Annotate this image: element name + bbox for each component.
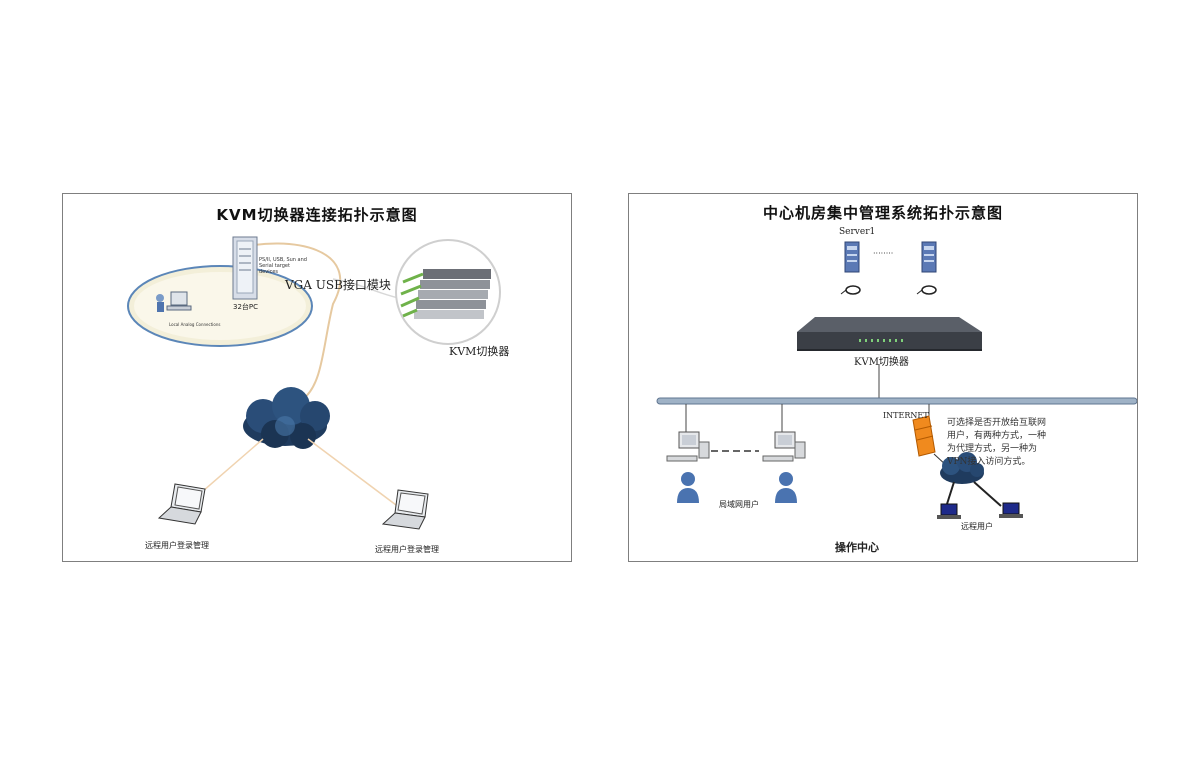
access-note: 可选择是否开放给互联网用户，有两种方式，一种为代理方式，另一种为VPN接入访问方… xyxy=(947,418,1047,467)
workstation-icon xyxy=(666,431,710,462)
panel-title: 中心机房集中管理系统拓扑示意图 xyxy=(762,204,1003,222)
panel-title: KVM切换器连接拓扑示意图 xyxy=(216,206,418,224)
laptop-icon xyxy=(937,503,961,519)
remote-user-label: 远程用户登录管理 xyxy=(145,541,209,550)
firewall-icon xyxy=(912,415,936,457)
kvm-label: KVM切换器 xyxy=(854,357,909,368)
kvm-topology-graphic xyxy=(127,236,501,530)
module-label: VGA USB接口模块 xyxy=(285,278,391,292)
pc-server-tower xyxy=(232,236,258,300)
user-icon xyxy=(677,472,699,503)
remote-users-label: 远程用户 xyxy=(961,522,993,531)
datacenter-topology-panel: 中心机房集中管理系统拓扑示意图 xyxy=(628,193,1138,562)
user-icon xyxy=(775,472,797,503)
local-workstation xyxy=(156,291,192,312)
server-label: Server1 xyxy=(839,227,876,237)
local-platform xyxy=(127,265,313,347)
server-label: 32台PC xyxy=(233,303,259,311)
ops-center-label: 操作中心 xyxy=(835,541,879,554)
ellipsis-dots: ········ xyxy=(873,249,894,258)
cable-icon xyxy=(840,285,861,295)
server-icon xyxy=(844,241,860,273)
kvm-topology-panel: KVM切换器连接拓扑示意图 xyxy=(62,193,572,562)
cable-icon xyxy=(916,285,937,295)
local-connections-label: Local Analog Connections xyxy=(169,322,221,327)
datacenter-topology-graphic xyxy=(656,241,1137,519)
kvm-switch-device xyxy=(797,317,982,351)
laptop-icon xyxy=(999,502,1023,518)
network-bus xyxy=(656,397,1137,405)
kvm-switch-module xyxy=(395,239,501,345)
lan-users-label: 局域网用户 xyxy=(719,500,759,509)
workstation-icon xyxy=(762,431,806,462)
kvm-label: KVM切换器 xyxy=(449,345,510,358)
internet-label: INTERNET xyxy=(883,411,929,420)
remote-user-label: 远程用户登录管理 xyxy=(375,545,439,554)
laptop-icon xyxy=(381,489,429,530)
internet-cloud xyxy=(243,387,330,449)
cable-path xyxy=(232,242,341,400)
server-tag: PS/II, USB, Sun and Serial target device… xyxy=(259,257,307,275)
laptop-icon xyxy=(157,483,206,525)
server-icon xyxy=(921,241,937,273)
internet-cloud xyxy=(940,452,984,484)
